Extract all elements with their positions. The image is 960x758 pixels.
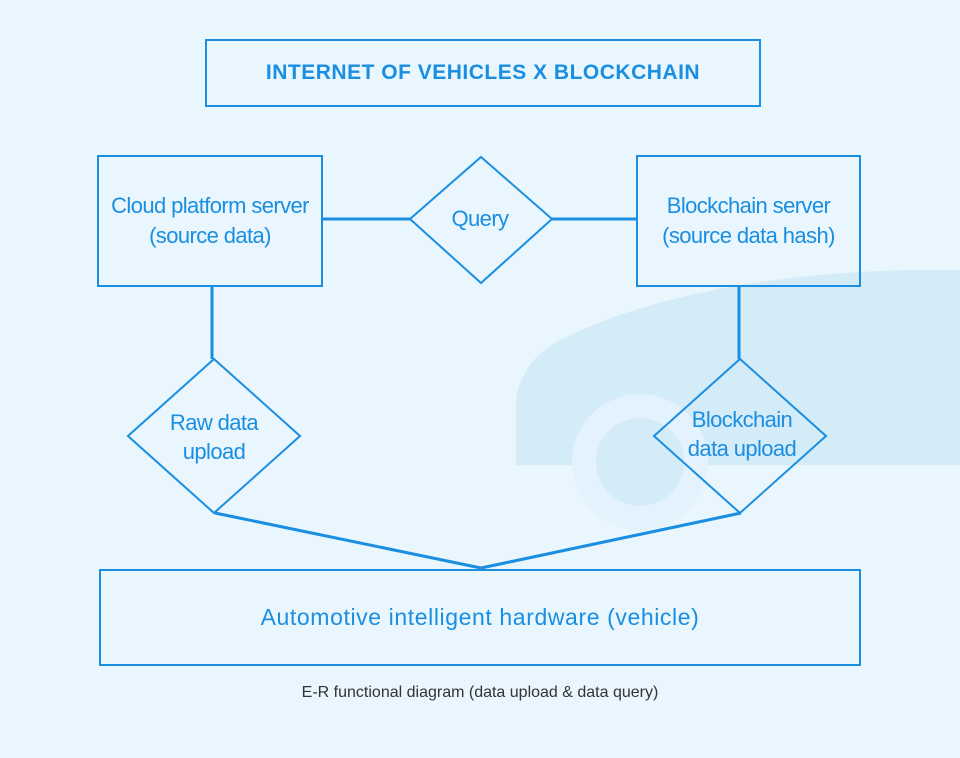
vehicle-hardware-entity: Automotive intelligent hardware (vehicle… — [99, 569, 861, 666]
blockchain-server-entity: Blockchain server (source data hash) — [636, 155, 861, 287]
raw-upload-line2: upload — [182, 439, 246, 464]
cloud-platform-server-entity: Cloud platform server (source data) — [97, 155, 323, 287]
blockchain-upload-diamond — [652, 357, 828, 515]
raw-upload-diamond — [126, 357, 302, 515]
diagram-title: INTERNET OF VEHICLES X BLOCKCHAIN — [205, 39, 761, 107]
blockchain-upload-label: Blockchain data upload — [662, 402, 822, 466]
cloud-server-label: Cloud platform server — [111, 193, 309, 218]
query-diamond — [408, 155, 554, 285]
rawupload-hardware-connector — [214, 511, 482, 570]
query-label: Query — [451, 205, 510, 231]
bcupload-hardware-connector — [480, 511, 742, 570]
blockchain-server-label: Blockchain server — [666, 193, 831, 218]
title-text: INTERNET OF VEHICLES X BLOCKCHAIN — [265, 61, 701, 84]
blockchain-upload-line1: Blockchain — [691, 407, 793, 432]
blockchain-server-sublabel: (source data hash) — [662, 223, 835, 248]
raw-upload-label: Raw data upload — [140, 405, 288, 469]
blockchain-upload-line2: data upload — [687, 436, 797, 461]
cloud-server-sublabel: (source data) — [149, 223, 271, 248]
diagram-caption: E-R functional diagram (data upload & da… — [301, 684, 659, 701]
raw-upload-line1: Raw data — [169, 410, 259, 435]
hardware-label: Automotive intelligent hardware (vehicle… — [260, 604, 700, 630]
